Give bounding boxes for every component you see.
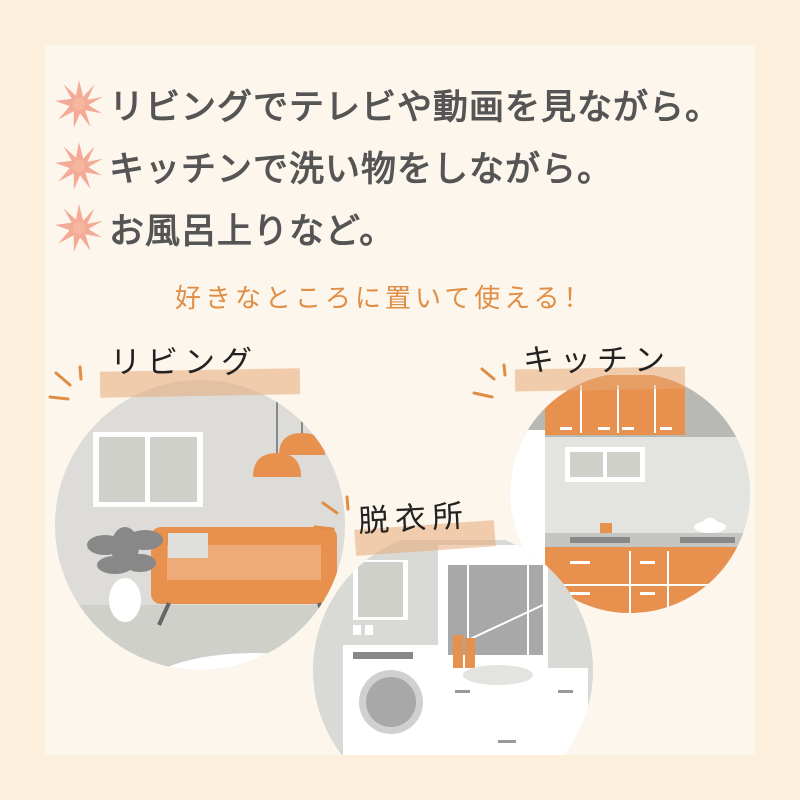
subtitle: 好きなところに置いて使える！ xyxy=(175,284,594,314)
living-room-illustration xyxy=(55,380,345,670)
living-label: リビング xyxy=(110,345,258,381)
sparkle-lines-icon xyxy=(48,365,83,401)
bullet-list: リビングでテレビや動画を見ながら。 キッチンで洗い物をしながら。 お風呂上りなど… xyxy=(53,73,721,259)
bullet-item: お風呂上りなど。 xyxy=(53,197,721,259)
sparkle-lines-icon xyxy=(313,495,350,531)
bullet-text: リビングでテレビや動画を見ながら。 xyxy=(109,87,722,128)
dressing-label: 脱衣所 xyxy=(357,498,471,540)
content-card: リビングでテレビや動画を見ながら。 キッチンで洗い物をしながら。 お風呂上りなど… xyxy=(45,45,755,755)
bullet-text: キッチンで洗い物をしながら。 xyxy=(109,149,614,190)
flower-icon xyxy=(55,204,103,252)
kitchen-label: キッチン xyxy=(523,343,671,379)
flower-icon xyxy=(55,142,103,190)
bullet-text: お風呂上りなど。 xyxy=(109,211,396,252)
flower-icon xyxy=(55,80,103,128)
bullet-item: リビングでテレビや動画を見ながら。 xyxy=(53,73,721,135)
sparkle-lines-icon xyxy=(472,363,507,399)
bullet-item: キッチンで洗い物をしながら。 xyxy=(53,135,721,197)
dressing-room-illustration xyxy=(313,540,593,755)
